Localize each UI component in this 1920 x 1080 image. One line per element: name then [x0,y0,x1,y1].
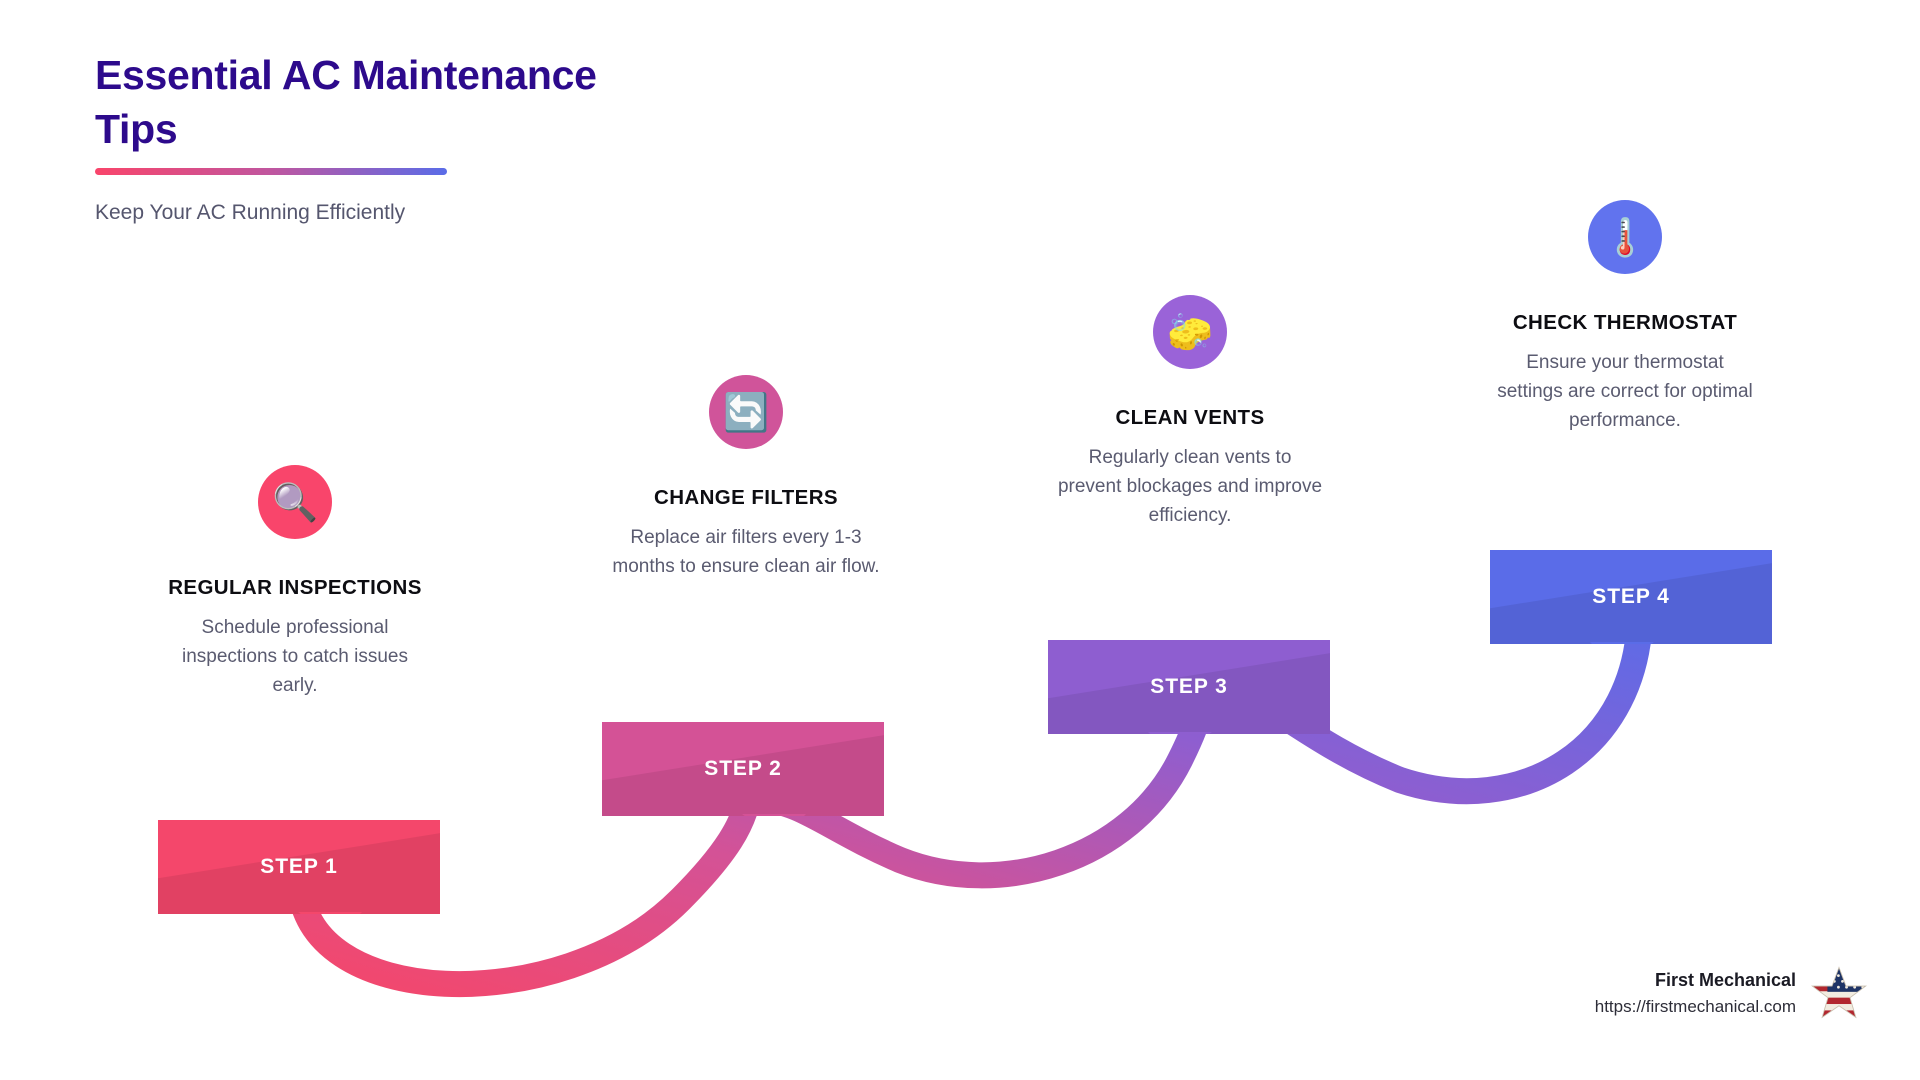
step-heading-4: CHECK THERMOSTAT [1512,311,1738,334]
refresh-arrows-icon: 🔄 [709,375,783,449]
magnifying-glass-icon: 🔍 [258,465,332,539]
usa-flag-star-logo-icon [1811,966,1867,1019]
brand-url[interactable]: https://firstmechanical.com [1594,996,1796,1016]
step-banner-label-2: STEP 2 [704,757,782,780]
step-description-3: Regularly clean vents to prevent blockag… [1057,447,1323,526]
footer-text-group: First Mechanical https://firstmechanical… [1595,970,1796,1017]
page-subtitle: Keep Your AC Running Efficiently [95,201,406,225]
step-block-2: 🔄 CHANGE FILTERS Replace air filters eve… [596,375,896,582]
footer: First Mechanical https://firstmechanical… [1595,964,1868,1022]
step-banner-label-3: STEP 3 [1150,675,1228,698]
header: Essential AC Maintenance Tips Keep Your … [95,48,815,225]
step-heading-3: CLEAN VENTS [1115,406,1265,429]
step-banner-4: STEP 4 [1490,550,1772,644]
banner-notch [298,912,362,914]
step-description-1: Schedule professional inspections to cat… [181,617,408,696]
page-title: Essential AC Maintenance Tips [95,52,597,153]
step-heading-1: REGULAR INSPECTIONS [168,576,422,599]
step-block-3: 🧽 CLEAN VENTS Regularly clean vents to p… [1040,295,1340,531]
thermometer-icon: 🌡️ [1588,200,1662,274]
step-banner-1: STEP 1 [158,820,440,914]
step-heading-2: CHANGE FILTERS [653,486,839,509]
banner-notch [1148,732,1212,734]
step-block-1: 🔍 REGULAR INSPECTIONS Schedule professio… [145,465,445,701]
step-banner-2: STEP 2 [602,722,884,816]
step-description-4: Ensure your thermostat settings are corr… [1497,352,1753,431]
banner-notch [1590,642,1654,644]
step-block-4: 🌡️ CHECK THERMOSTAT Ensure your thermost… [1475,200,1775,436]
banner-notch [742,814,806,816]
sponge-icon: 🧽 [1153,295,1227,369]
brand-name: First Mechanical [1654,969,1796,990]
step-description-2: Replace air filters every 1-3 months to … [612,527,880,577]
title-underline-rule [95,168,447,176]
step-banner-label-4: STEP 4 [1592,585,1670,608]
step-banner-label-1: STEP 1 [260,855,338,878]
step-banner-3: STEP 3 [1048,640,1330,734]
